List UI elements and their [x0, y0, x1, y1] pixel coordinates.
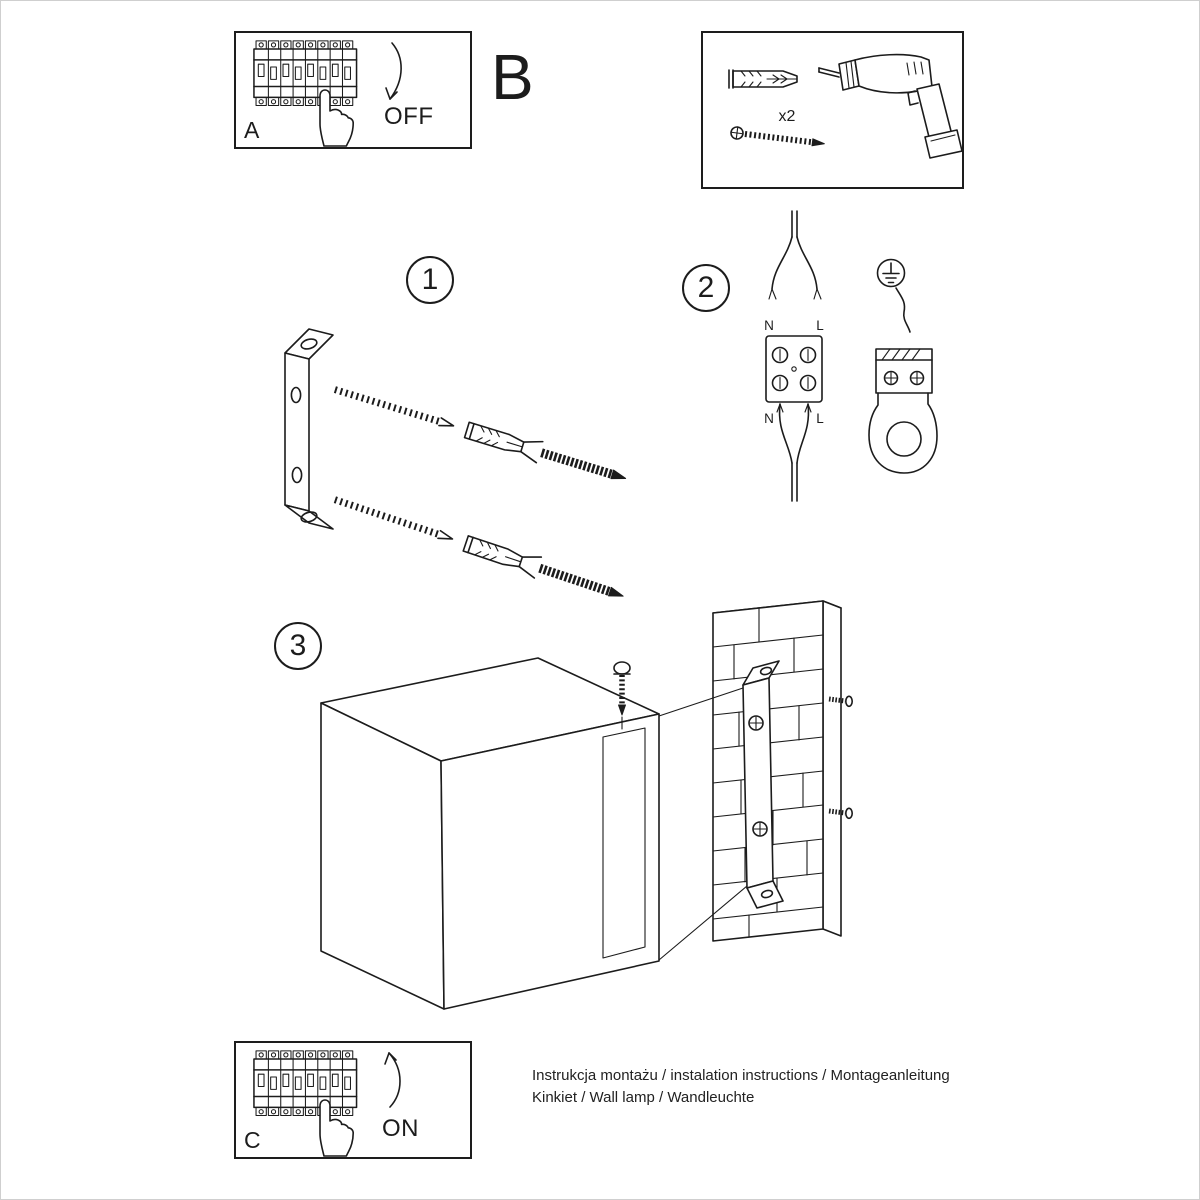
footer-instructions-line: Instrukcja montażu / instalation instruc…	[532, 1067, 950, 1084]
wall-screw-icon	[828, 807, 853, 820]
drill-icon	[818, 53, 962, 159]
ground-wire-icon	[895, 287, 911, 333]
panel-a-letter: A	[244, 117, 260, 143]
pointing-hand-icon	[319, 89, 355, 147]
mounting-bracket-icon	[284, 328, 334, 530]
panel-b-illustration: x2	[728, 53, 962, 159]
quantity-label: x2	[779, 108, 796, 125]
supply-cable-icon	[768, 210, 822, 300]
switch-on-arrow-icon	[384, 1052, 401, 1108]
screw-anchor-assembly	[332, 379, 629, 489]
panel-c-illustration	[253, 1050, 401, 1157]
fixing-screw-icon	[613, 661, 631, 730]
on-label: ON	[382, 1115, 419, 1142]
cube-lamp-icon	[320, 657, 660, 1010]
panel-a-illustration	[253, 40, 402, 147]
alignment-line	[658, 687, 744, 717]
breaker-panel-icon	[253, 1050, 358, 1117]
step-1-badge: 1	[406, 256, 454, 304]
wall-bracket-icon	[742, 660, 784, 909]
wall-plug-icon	[728, 69, 798, 89]
panel-c-letter: C	[244, 1127, 261, 1153]
screw-icon	[730, 126, 825, 147]
panel-c-box: ON C	[234, 1041, 472, 1159]
step-2-badge: 2	[682, 264, 730, 312]
terminal-block-icon	[765, 335, 823, 403]
lamp-holder-icon	[868, 348, 938, 474]
breaker-panel-icon	[253, 40, 358, 107]
terminal-label-l-top: L	[816, 318, 824, 333]
step-3-badge: 3	[274, 622, 322, 670]
panel-a-box: OFF A	[234, 31, 472, 149]
terminal-label-n-top: N	[764, 318, 774, 333]
section-b-letter: B	[491, 41, 534, 113]
terminal-label-n-bottom: N	[764, 411, 774, 426]
ground-symbol-icon	[876, 258, 906, 288]
alignment-line	[658, 885, 748, 961]
step-1-illustration	[284, 328, 635, 613]
panel-b-box: x2	[701, 31, 964, 189]
switch-off-arrow-icon	[385, 42, 402, 100]
step-2-illustration: N L N L	[764, 210, 938, 502]
step-3-illustration	[320, 600, 853, 1010]
terminal-label-l-bottom: L	[816, 411, 824, 426]
footer-product-line: Kinkiet / Wall lamp / Wandleuchte	[532, 1089, 755, 1106]
output-wires-icon	[776, 403, 812, 502]
pointing-hand-icon	[319, 1099, 355, 1157]
off-label: OFF	[384, 103, 434, 130]
wall-screw-icon	[828, 695, 853, 708]
